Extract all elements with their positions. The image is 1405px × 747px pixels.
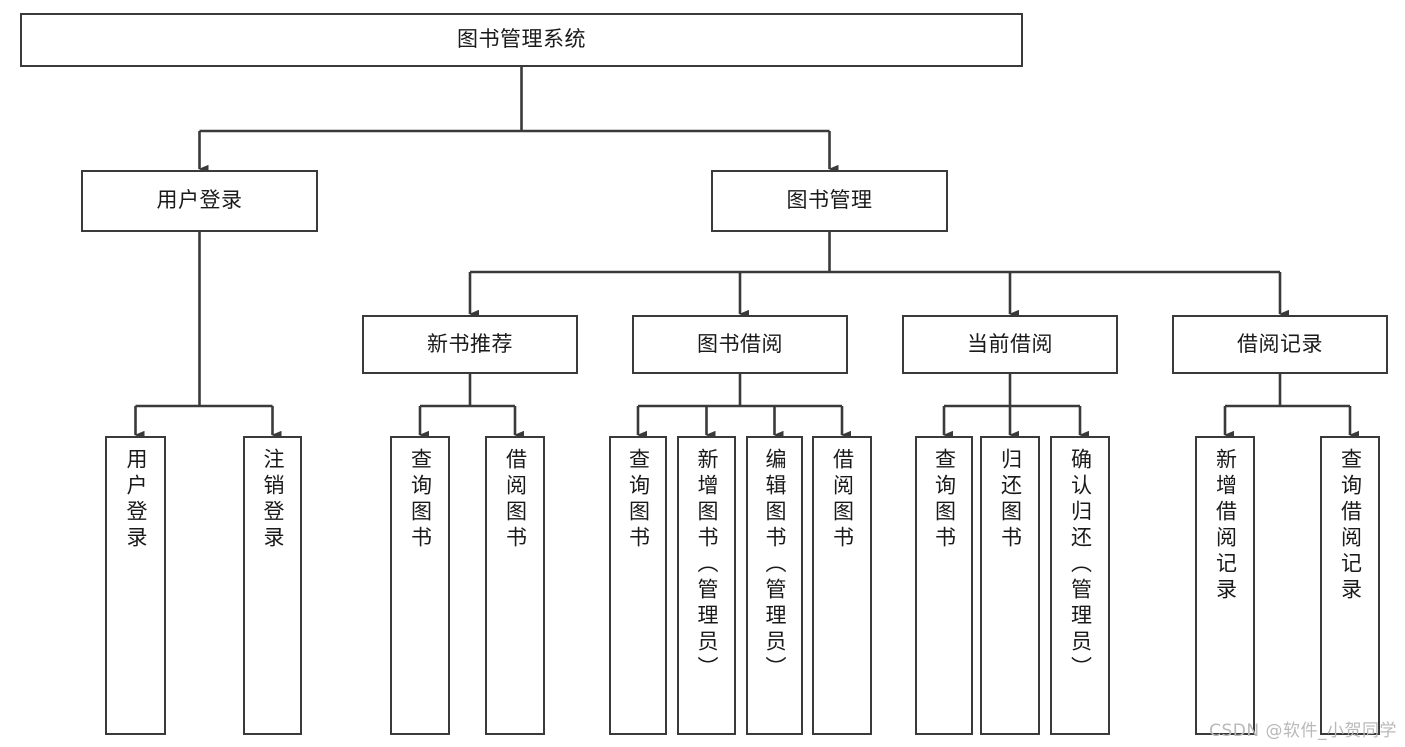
node-label: 用户登录	[156, 188, 243, 213]
node-root[interactable]: 图书管理系统	[20, 13, 1023, 67]
node-label: 新书推荐	[427, 331, 513, 356]
node-leaf-confirm-return-admin[interactable]: 确认归还（管理员）	[1050, 436, 1110, 735]
node-label: 确认归还（管理员）	[1068, 448, 1093, 682]
node-leaf-user-login[interactable]: 用户登录	[105, 436, 166, 735]
node-book-borrow[interactable]: 图书借阅	[632, 315, 848, 374]
node-label: 查询图书	[626, 448, 651, 552]
node-label: 图书管理	[786, 188, 873, 213]
node-label: 查询图书	[408, 448, 433, 552]
node-label: 用户登录	[124, 448, 148, 552]
node-current-borrow[interactable]: 当前借阅	[902, 315, 1118, 374]
node-leaf-edit-book-admin[interactable]: 编辑图书（管理员）	[746, 436, 803, 735]
node-leaf-query-borrow-record[interactable]: 查询借阅记录	[1320, 436, 1380, 735]
node-leaf-return-book[interactable]: 归还图书	[980, 436, 1040, 735]
node-label: 新增借阅记录	[1213, 448, 1238, 604]
node-leaf-add-book-admin[interactable]: 新增图书（管理员）	[677, 436, 736, 735]
node-label: 借阅图书	[830, 448, 855, 552]
node-label: 查询图书	[932, 448, 957, 552]
node-new-book-recommend[interactable]: 新书推荐	[362, 315, 578, 374]
node-user-login[interactable]: 用户登录	[81, 170, 318, 232]
node-leaf-borrow-book[interactable]: 借阅图书	[812, 436, 872, 735]
node-book-management[interactable]: 图书管理	[711, 170, 948, 232]
node-leaf-query-book-recommend[interactable]: 查询图书	[390, 436, 450, 735]
node-label: 注销登录	[261, 448, 285, 552]
node-leaf-query-book-borrow[interactable]: 查询图书	[609, 436, 667, 735]
node-label: 查询借阅记录	[1338, 448, 1363, 604]
node-leaf-logout[interactable]: 注销登录	[243, 436, 302, 735]
node-leaf-borrow-book-recommend[interactable]: 借阅图书	[485, 436, 545, 735]
node-label: 编辑图书（管理员）	[763, 448, 787, 682]
node-label: 借阅记录	[1237, 331, 1323, 356]
node-leaf-query-book-current[interactable]: 查询图书	[915, 436, 973, 735]
node-borrow-record[interactable]: 借阅记录	[1172, 315, 1388, 374]
node-label: 图书借阅	[697, 331, 783, 356]
node-label: 新增图书（管理员）	[695, 448, 719, 682]
node-label: 当前借阅	[967, 331, 1053, 356]
node-leaf-add-borrow-record[interactable]: 新增借阅记录	[1195, 436, 1255, 735]
node-label: 借阅图书	[503, 448, 528, 552]
node-label: 归还图书	[998, 448, 1023, 552]
watermark: CSDN @软件_小贺同学	[1209, 721, 1397, 741]
node-label: 图书管理系统	[457, 27, 586, 52]
